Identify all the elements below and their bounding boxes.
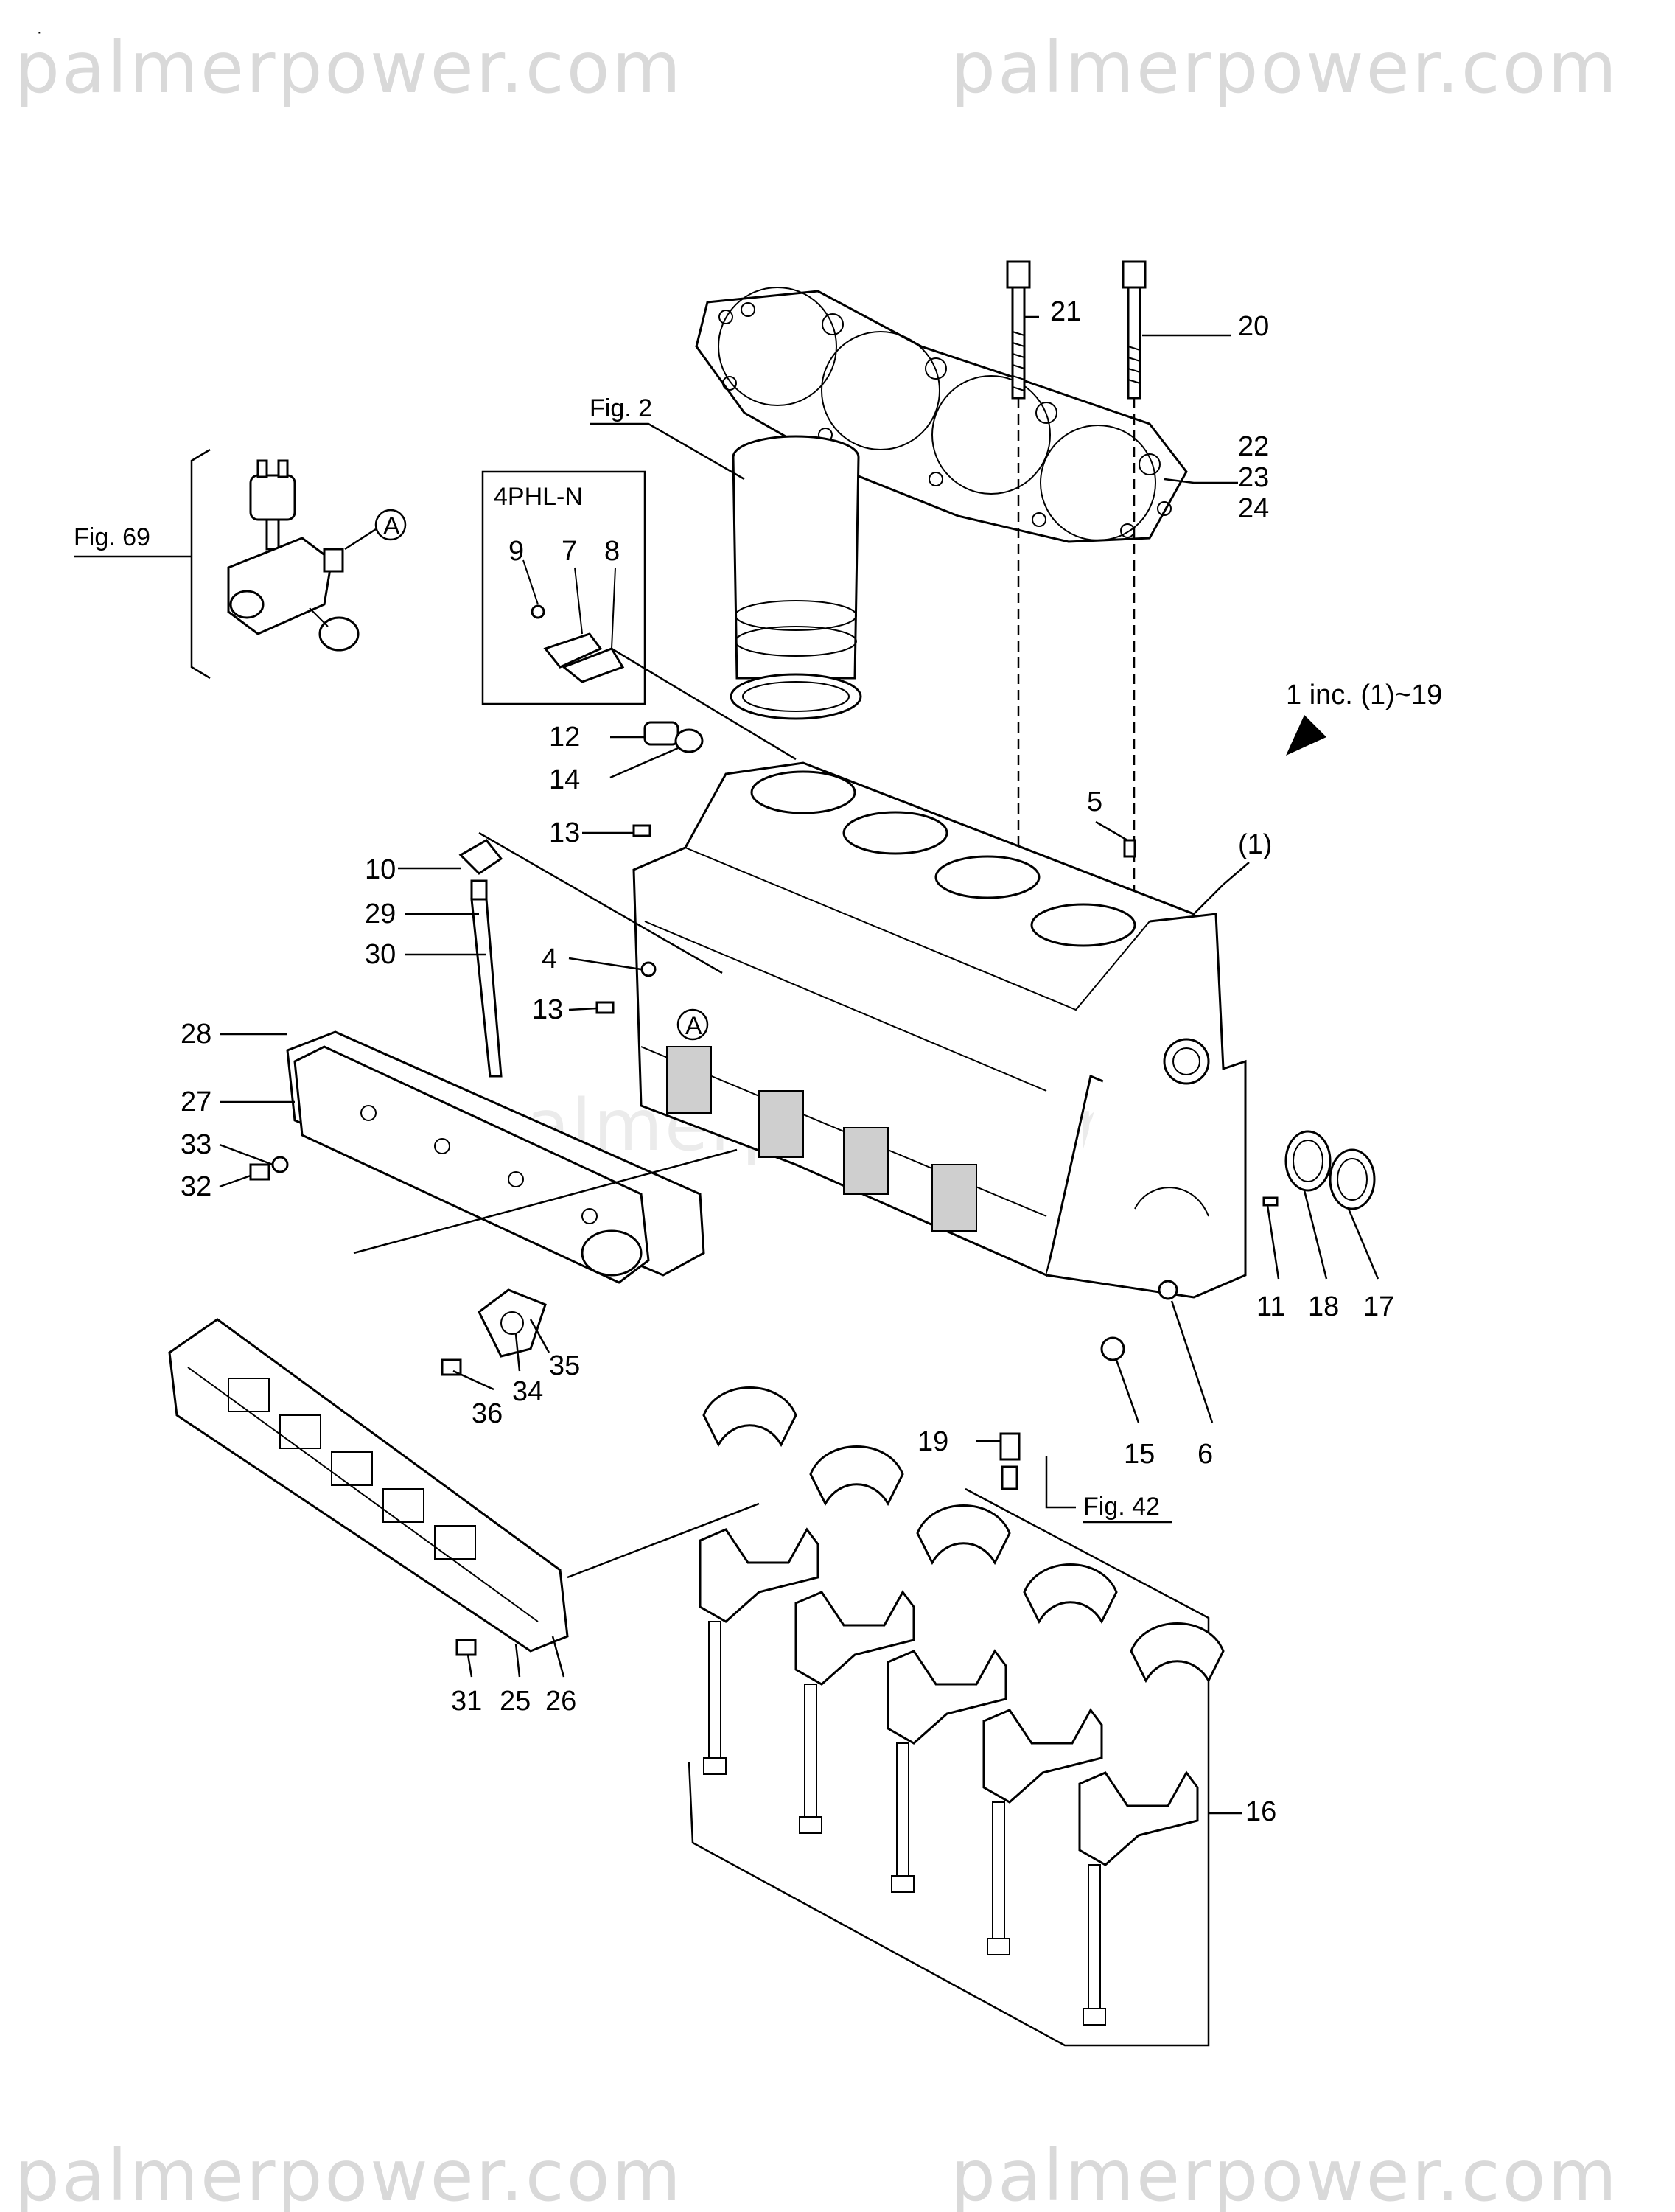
label-26[interactable]: 26 xyxy=(545,1686,576,1717)
label-25[interactable]: 25 xyxy=(500,1686,531,1717)
label-16[interactable]: 16 xyxy=(1245,1796,1276,1827)
dipstick-tube xyxy=(470,879,503,1078)
cover-plate-34-35 xyxy=(441,1288,547,1376)
fitting-10 xyxy=(458,839,503,875)
head-gasket xyxy=(695,287,1188,543)
leader-lines xyxy=(219,315,1379,1815)
label-29[interactable]: 29 xyxy=(365,899,396,929)
label-12[interactable]: 12 xyxy=(549,722,580,753)
camshaft-bushing-18 xyxy=(1284,1130,1332,1192)
label-28[interactable]: 28 xyxy=(181,1019,211,1050)
label-13-top[interactable]: 13 xyxy=(549,817,580,848)
bolt-31 xyxy=(455,1639,477,1656)
watermark-top-left: palmerpower.com xyxy=(15,27,683,109)
plug-15 xyxy=(1100,1336,1125,1361)
label-8[interactable]: 8 xyxy=(604,536,620,567)
group-note: 1 inc. (1)~19 xyxy=(1286,680,1442,711)
variant-box-parts xyxy=(522,559,625,683)
label-11[interactable]: 11 xyxy=(1256,1291,1285,1322)
label-15[interactable]: 15 xyxy=(1124,1439,1155,1470)
label-17[interactable]: 17 xyxy=(1363,1291,1394,1322)
fig-2-ref[interactable]: Fig. 2 xyxy=(590,394,652,422)
cylinder-liner xyxy=(730,435,862,720)
o-ring-14 xyxy=(674,728,704,753)
label-20[interactable]: 20 xyxy=(1238,311,1269,342)
plug-4 xyxy=(640,961,657,977)
main-bearing-caps xyxy=(688,1386,1225,2047)
label-36[interactable]: 36 xyxy=(472,1398,503,1429)
pin-13-side xyxy=(595,1001,615,1014)
bolt-32-washer-33 xyxy=(249,1156,289,1181)
label-30[interactable]: 30 xyxy=(365,939,396,970)
label-10[interactable]: 10 xyxy=(365,854,396,885)
label-7[interactable]: 7 xyxy=(562,536,577,567)
pin-13-top xyxy=(632,824,651,837)
oil-pan xyxy=(168,1318,569,1653)
label-19[interactable]: 19 xyxy=(917,1426,948,1457)
camshaft-bushing-17 xyxy=(1329,1148,1376,1210)
label-23[interactable]: 23 xyxy=(1238,462,1269,493)
watermark-bottom-left: palmerpower.com xyxy=(15,2135,683,2212)
plug-12 xyxy=(643,721,679,746)
variant-box xyxy=(481,470,646,705)
callout-a-circle-top xyxy=(374,509,407,541)
head-bolt-21 xyxy=(1006,260,1031,980)
pin-5 xyxy=(1123,839,1136,858)
label-22[interactable]: 22 xyxy=(1238,431,1269,462)
head-bolt-20 xyxy=(1122,260,1147,980)
dowel-pin-11 xyxy=(1262,1196,1279,1207)
cylinder-block xyxy=(632,761,1247,1299)
side-cover-27 xyxy=(293,1045,650,1284)
label-35[interactable]: 35 xyxy=(549,1350,580,1381)
label-24[interactable]: 24 xyxy=(1238,493,1269,524)
label-21[interactable]: 21 xyxy=(1050,296,1081,327)
fig-69-ref[interactable]: Fig. 69 xyxy=(74,523,150,551)
oil-jet-19 xyxy=(999,1432,1021,1490)
label-31[interactable]: 31 xyxy=(451,1686,482,1717)
label-4[interactable]: 4 xyxy=(542,943,557,974)
oil-pressure-switch-group xyxy=(190,448,360,680)
label-14[interactable]: 14 xyxy=(549,764,580,795)
fig-42-ref[interactable]: Fig. 42 xyxy=(1083,1493,1160,1521)
callout-a-top: A xyxy=(383,512,400,540)
callout-a-block: A xyxy=(685,1012,702,1040)
label-13-side[interactable]: 13 xyxy=(532,994,563,1025)
watermark-top-right: palmerpower.com xyxy=(951,27,1619,109)
label-1[interactable]: (1) xyxy=(1238,829,1272,860)
label-9[interactable]: 9 xyxy=(508,536,524,567)
watermark-bottom-right: palmerpower.com xyxy=(951,2135,1619,2212)
corner-mark: · xyxy=(37,24,42,41)
group-arrow-icon xyxy=(1286,715,1326,756)
callout-a-circle-block xyxy=(676,1008,709,1041)
label-6[interactable]: 6 xyxy=(1197,1439,1213,1470)
label-32[interactable]: 32 xyxy=(181,1171,211,1202)
label-5[interactable]: 5 xyxy=(1087,786,1102,817)
label-18[interactable]: 18 xyxy=(1308,1291,1339,1322)
label-27[interactable]: 27 xyxy=(181,1086,211,1117)
label-33[interactable]: 33 xyxy=(181,1129,211,1160)
label-34[interactable]: 34 xyxy=(512,1376,543,1407)
variant-box-title: 4PHL-N xyxy=(494,483,583,511)
plug-6 xyxy=(1158,1280,1178,1300)
